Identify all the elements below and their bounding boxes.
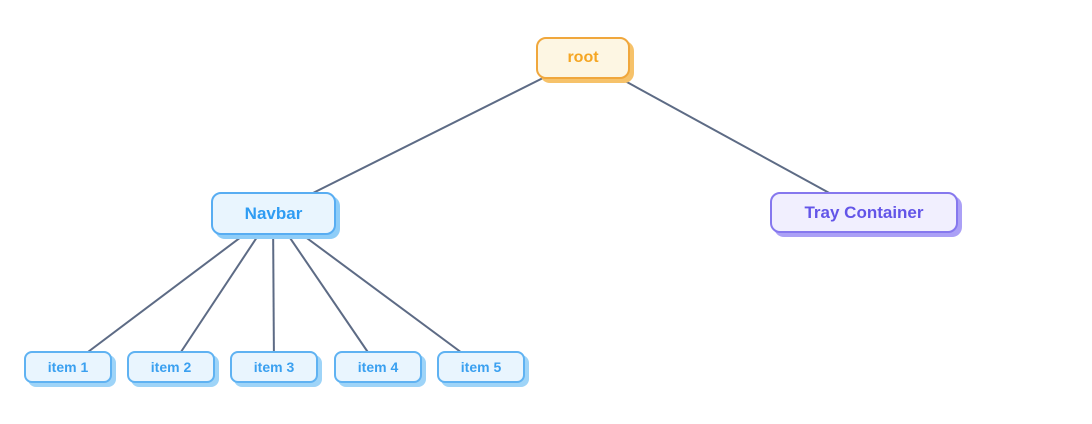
- node-item-3-label: item 3: [253, 359, 295, 375]
- edge-navbar-item-2: [170, 212, 274, 368]
- node-item-4-label: item 4: [357, 359, 399, 375]
- node-item-5-label: item 5: [460, 359, 502, 375]
- node-tray-container[interactable]: Tray Container: [770, 192, 958, 233]
- node-item-2[interactable]: item 2: [127, 351, 215, 383]
- node-navbar-label: Navbar: [244, 203, 303, 223]
- node-tray-container-label: Tray Container: [804, 202, 924, 222]
- edge-root-tray-container: [582, 57, 865, 213]
- node-root[interactable]: root: [536, 37, 630, 79]
- edge-navbar-item-5: [272, 212, 482, 368]
- node-item-2-label: item 2: [150, 359, 192, 375]
- edge-navbar-item-1: [67, 212, 274, 368]
- node-item-5[interactable]: item 5: [437, 351, 525, 383]
- node-item-1-label: item 1: [47, 359, 89, 375]
- edge-navbar-item-4: [272, 212, 379, 368]
- node-item-1[interactable]: item 1: [24, 351, 112, 383]
- node-navbar[interactable]: Navbar: [211, 192, 336, 235]
- edge-navbar-item-3: [272, 212, 275, 368]
- node-root-label: root: [567, 49, 599, 66]
- node-item-3[interactable]: item 3: [230, 351, 318, 383]
- node-item-4[interactable]: item 4: [334, 351, 422, 383]
- edge-root-navbar: [272, 57, 584, 214]
